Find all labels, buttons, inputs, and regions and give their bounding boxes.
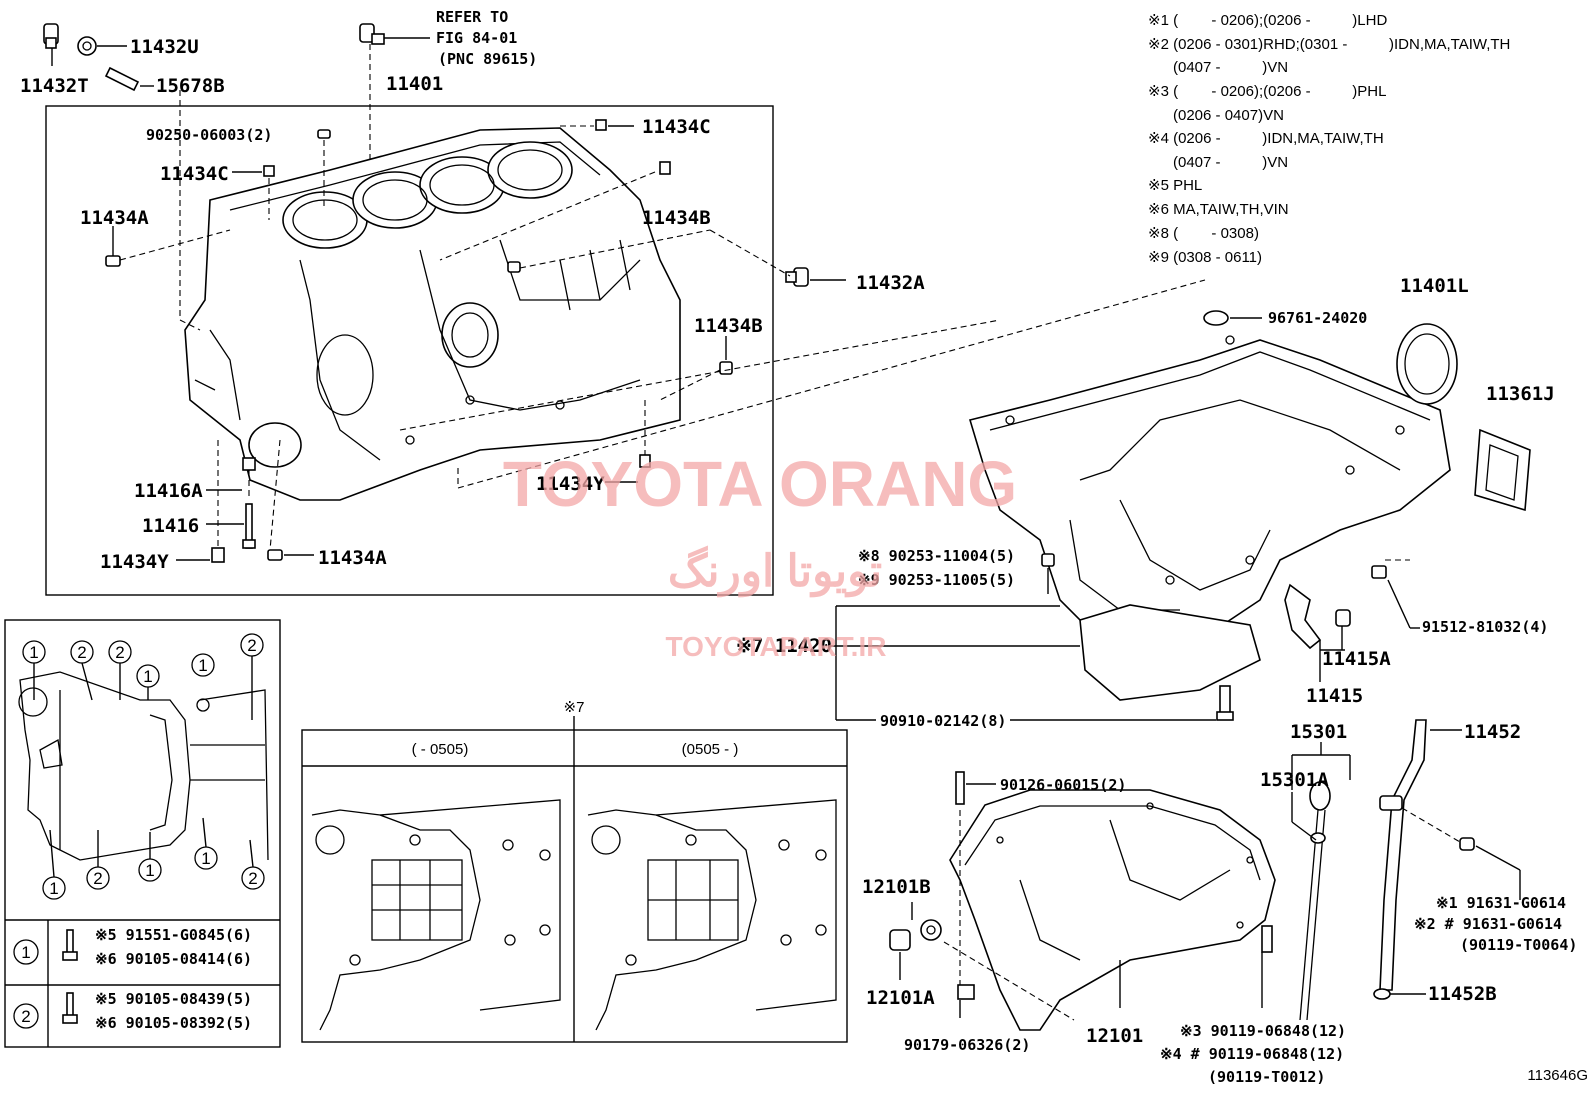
inset-frame bbox=[4, 619, 281, 1048]
watermark: TOYOTA ORANG تويوتا اورنگ TOYOTAPART.IR bbox=[503, 448, 1017, 662]
label-90250: 90250-06003(2) bbox=[146, 126, 272, 144]
label-11401: 11401 bbox=[386, 73, 443, 95]
inset-block-outline bbox=[18, 671, 269, 861]
label-11432T: 11432T bbox=[20, 75, 89, 97]
label-11434B-top: 11434B bbox=[642, 207, 711, 229]
label-91631-1: ※1 91631-G0614 bbox=[1436, 894, 1566, 912]
label-11415: 11415 bbox=[1306, 685, 1363, 707]
svg-text:1: 1 bbox=[198, 656, 207, 675]
label-12101B: 12101B bbox=[862, 876, 931, 898]
inset-row1-b: ※6 90105-08414(6) bbox=[95, 950, 252, 968]
variant-right-header: (0505 - ) bbox=[682, 741, 739, 758]
label-90253-9: ※9 90253-11005(5) bbox=[858, 571, 1015, 589]
svg-text:2: 2 bbox=[21, 1007, 30, 1026]
label-90119-4: ※4 # 90119-06848(12) bbox=[1160, 1045, 1344, 1063]
small-parts-block bbox=[43, 23, 809, 563]
watermark-line-2: تويوتا اورنگ bbox=[668, 545, 882, 598]
svg-text:2: 2 bbox=[248, 869, 257, 888]
label-90253-8: ※8 90253-11004(5) bbox=[858, 547, 1015, 565]
label-15301A: 15301A bbox=[1260, 769, 1329, 791]
oil-pan-upper-drawing bbox=[968, 335, 1451, 701]
note-line-5: (0206 - 0407)VN bbox=[1148, 107, 1284, 124]
variant-box-title: ※7 bbox=[564, 699, 585, 716]
label-11434C-right: 11434C bbox=[642, 116, 711, 138]
refer-line-2: FIG 84-01 bbox=[436, 29, 517, 47]
svg-text:1: 1 bbox=[29, 643, 38, 662]
oil-pan-lower-drawing bbox=[949, 789, 1276, 1031]
label-90126: 90126-06015(2) bbox=[1000, 776, 1126, 794]
label-11434B-mid: 11434B bbox=[694, 315, 763, 337]
label-11452: 11452 bbox=[1464, 721, 1521, 743]
svg-text:1: 1 bbox=[143, 667, 152, 686]
svg-text:1: 1 bbox=[201, 849, 210, 868]
leaders-oil-pan-upper bbox=[830, 317, 1420, 721]
label-11416: 11416 bbox=[142, 515, 199, 537]
label-90910: 90910-02142(8) bbox=[880, 712, 1006, 730]
label-11420: ※7 11420 bbox=[736, 635, 832, 657]
svg-text:2: 2 bbox=[77, 643, 86, 662]
label-90179: 90179-06326(2) bbox=[904, 1036, 1030, 1054]
label-96761: 96761-24020 bbox=[1268, 309, 1367, 327]
inset-callouts: 1 2 2 1 1 2 1 2 1 1 2 bbox=[22, 633, 265, 900]
svg-text:2: 2 bbox=[247, 636, 256, 655]
cylinder-block-drawing bbox=[184, 127, 681, 501]
note-line-11: ※9 (0308 - 0611) bbox=[1148, 249, 1262, 266]
label-11434Y-center: 11434Y bbox=[536, 473, 605, 495]
figure-code: 113646G bbox=[1527, 1067, 1588, 1084]
svg-text:1: 1 bbox=[145, 861, 154, 880]
label-11361J: 11361J bbox=[1486, 383, 1555, 405]
inset-row2-a: ※5 90105-08439(5) bbox=[95, 990, 252, 1008]
inset-row1-a: ※5 91551-G0845(6) bbox=[95, 926, 252, 944]
inset-legend: 1 2 ※5 91551-G0845(6) ※6 90105-08414(6) … bbox=[13, 926, 252, 1032]
svg-text:2: 2 bbox=[93, 869, 102, 888]
svg-text:2: 2 bbox=[115, 643, 124, 662]
small-parts-oil-pan-upper bbox=[1041, 310, 1531, 721]
label-12101A: 12101A bbox=[866, 987, 935, 1009]
leaders-block bbox=[51, 37, 1206, 561]
note-line-3: (0407 - )VN bbox=[1148, 59, 1288, 76]
notes-block: ※1 ( - 0206);(0206 - )LHD ※2 (0206 - 030… bbox=[1148, 12, 1510, 266]
note-line-9: ※6 MA,TAIW,TH,VIN bbox=[1148, 201, 1289, 218]
label-12101: 12101 bbox=[1086, 1025, 1143, 1047]
label-15678B: 15678B bbox=[156, 75, 225, 97]
watermark-line-1: TOYOTA ORANG bbox=[503, 448, 1017, 520]
label-11432A: 11432A bbox=[856, 272, 925, 294]
label-91512: 91512-81032(4) bbox=[1422, 618, 1548, 636]
label-90119-T0012: (90119-T0012) bbox=[1208, 1068, 1325, 1086]
note-line-10: ※8 ( - 0308) bbox=[1148, 225, 1259, 242]
note-line-6: ※4 (0206 - )IDN,MA,TAIW,TH bbox=[1148, 130, 1384, 147]
label-15301: 15301 bbox=[1290, 721, 1347, 743]
variant-left-drawing bbox=[311, 799, 561, 1031]
note-line-8: ※5 PHL bbox=[1148, 177, 1202, 194]
svg-text:1: 1 bbox=[49, 879, 58, 898]
label-11434C-left: 11434C bbox=[160, 163, 229, 185]
note-line-1: ※1 ( - 0206);(0206 - )LHD bbox=[1148, 12, 1387, 29]
engine-block-frame bbox=[45, 105, 774, 596]
label-11415A: 11415A bbox=[1322, 648, 1391, 670]
note-line-4: ※3 ( - 0206);(0206 - )PHL bbox=[1148, 83, 1386, 100]
label-90119-3: ※3 90119-06848(12) bbox=[1180, 1022, 1346, 1040]
watermark-line-3: TOYOTAPART.IR bbox=[666, 631, 887, 662]
part-labels: 11432T 11432U 15678B REFER TO FIG 84-01 … bbox=[20, 8, 1588, 1086]
label-11434A-top: 11434A bbox=[80, 207, 149, 229]
variant-right-drawing bbox=[587, 799, 837, 1031]
leaders-oil-pan-lower bbox=[899, 729, 1521, 1021]
label-11434Y-left: 11434Y bbox=[100, 551, 169, 573]
label-11416A: 11416A bbox=[134, 480, 203, 502]
variant-left-header: ( - 0505) bbox=[412, 741, 469, 758]
note-line-2: ※2 (0206 - 0301)RHD;(0301 - )IDN,MA,TAIW… bbox=[1148, 36, 1510, 53]
label-11401L: 11401L bbox=[1400, 275, 1469, 297]
inset-row2-b: ※6 90105-08392(5) bbox=[95, 1014, 252, 1032]
refer-line-3: (PNC 89615) bbox=[438, 50, 537, 68]
refer-line-1: REFER TO bbox=[436, 8, 508, 26]
small-parts-oil-pan-lower bbox=[889, 719, 1475, 1021]
svg-text:1: 1 bbox=[21, 943, 30, 962]
label-91631-2: ※2 # 91631-G0614 bbox=[1414, 915, 1562, 933]
label-11434A-bottom: 11434A bbox=[318, 547, 387, 569]
note-line-7: (0407 - )VN bbox=[1148, 154, 1288, 171]
label-90119-T0064: (90119-T0064) bbox=[1460, 936, 1577, 954]
label-11452B: 11452B bbox=[1428, 983, 1497, 1005]
label-11432U: 11432U bbox=[130, 36, 199, 58]
